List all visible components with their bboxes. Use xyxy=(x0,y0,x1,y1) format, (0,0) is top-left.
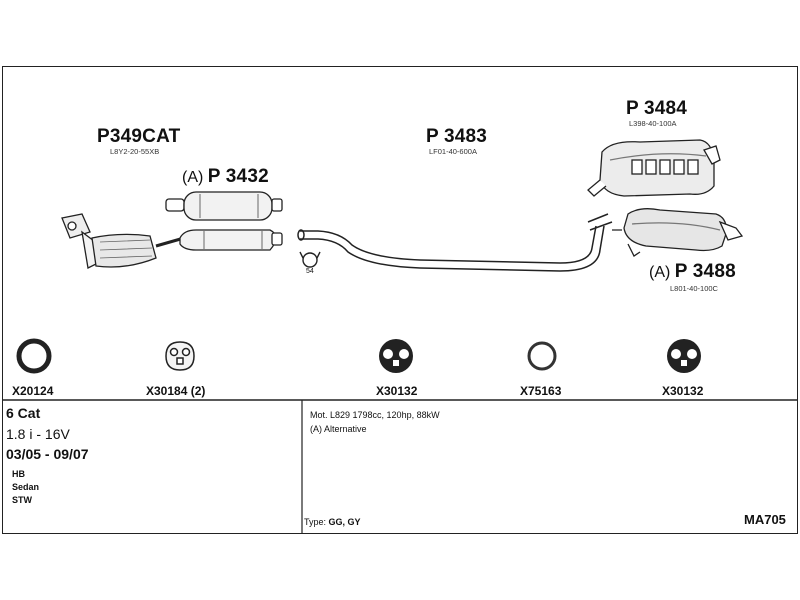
rear-silencer-alt-oem-code: L801-40-100C xyxy=(670,284,718,293)
cat-part-number: P349CAT xyxy=(97,126,181,147)
ring-label-x30132-b: X30132 xyxy=(662,384,704,398)
ring-x30184-icon[interactable] xyxy=(165,341,195,371)
rear-silencer-drawing[interactable] xyxy=(587,139,721,197)
ring-label-x30184: X30184 (2) xyxy=(146,384,206,398)
ring-label-x20124: X20124 xyxy=(12,384,54,398)
rear-silencer-alt-part-number: P 3488 xyxy=(674,261,736,282)
rear-silencer-alt-drawing[interactable] xyxy=(612,208,744,257)
production-years: 03/05 - 09/07 xyxy=(6,446,89,462)
body-type-sedan: Sedan xyxy=(12,482,40,492)
alternative-note: (A) Alternative xyxy=(310,424,367,434)
ring-label-x75163: X75163 xyxy=(520,384,562,398)
cat-classification: 6 Cat xyxy=(6,405,41,421)
type-label: Type: xyxy=(304,517,327,527)
type-line: Type: GG, GY xyxy=(304,517,361,527)
ring-x30132b-icon[interactable] xyxy=(667,339,701,373)
type-value: GG, GY xyxy=(328,517,361,527)
rear-silencer-oem-code: L398-40-100A xyxy=(629,119,677,128)
front-pipe-drawing[interactable] xyxy=(165,191,283,251)
middle-pipe-drawing[interactable] xyxy=(297,213,613,272)
ring-x20124-icon[interactable] xyxy=(16,338,52,374)
front-pipe-alt-marker: (A) xyxy=(182,169,204,186)
clamp-drawing[interactable] xyxy=(299,251,321,268)
middle-pipe-oem-code: LF01-40-600A xyxy=(429,147,477,156)
rear-silencer-part-number: P 3484 xyxy=(626,98,688,119)
cat-oem-code: L8Y2-20-55XB xyxy=(110,147,160,156)
rear-silencer-alt-label: (A) P 3488 xyxy=(649,261,736,283)
middle-pipe-part-number: P 3483 xyxy=(426,126,488,147)
model-code: MA705 xyxy=(744,512,786,527)
front-pipe-part-number: P 3432 xyxy=(207,166,269,187)
catalytic-converter-drawing[interactable] xyxy=(61,213,185,269)
diagram-frame xyxy=(2,66,798,534)
ring-x75163-icon[interactable] xyxy=(527,341,557,371)
ring-label-x30132: X30132 xyxy=(376,384,418,398)
body-type-stw: STW xyxy=(12,495,32,505)
rear-silencer-alt-marker: (A) xyxy=(649,264,671,281)
front-pipe-label: (A) P 3432 xyxy=(182,166,269,188)
clamp-part-number: 54 xyxy=(306,268,314,275)
engine-spec: 1.8 i - 16V xyxy=(6,426,70,442)
body-type-hb: HB xyxy=(12,469,25,479)
motor-spec: Mot. L829 1798cc, 120hp, 88kW xyxy=(310,410,440,420)
ring-x30132-icon[interactable] xyxy=(379,339,413,373)
